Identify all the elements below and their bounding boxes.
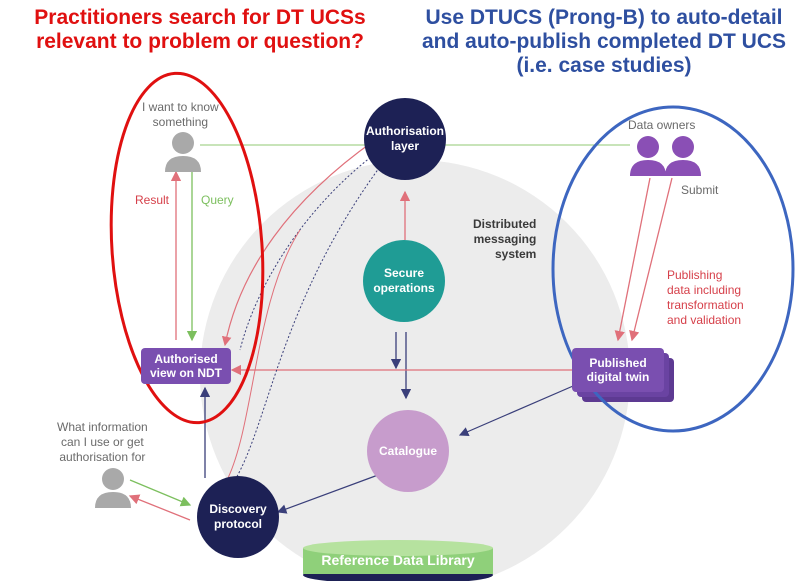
- publishing-label: Publishing data including transformation…: [667, 268, 744, 328]
- data-owners-label: Data owners: [628, 118, 696, 132]
- discovery-dotted-arc: [234, 159, 386, 481]
- want-to-know-line-2: something: [152, 115, 209, 129]
- discovery-line-2: protocol: [214, 517, 262, 531]
- result-label: Result: [135, 193, 170, 207]
- left-heading: Practitioners search for DT UCSs relevan…: [0, 6, 400, 54]
- discovery-line-1: Discovery: [209, 502, 267, 516]
- authorisation-dotted-line: [239, 149, 381, 351]
- what-info-line-2: can I use or get: [60, 435, 144, 449]
- published-digital-twin-node[interactable]: Published digital twin: [572, 348, 664, 392]
- what-info-line-3: authorisation for: [59, 450, 146, 464]
- submit-arrow-2: [629, 177, 673, 342]
- secure-line-1: Secure: [383, 266, 425, 280]
- right-heading-line-2: and auto-publish completed DT UCS: [421, 30, 786, 53]
- publishing-line-2: data including: [667, 283, 742, 297]
- right-heading-line-1: Use DTUCS (Prong-B) to auto-detail: [425, 6, 783, 29]
- publishing-line-1: Publishing: [667, 268, 723, 282]
- catalogue-node[interactable]: Catalogue: [367, 410, 449, 492]
- reference-data-library[interactable]: Reference Data Library: [321, 552, 475, 568]
- person-icon-data-owner-1: [630, 136, 666, 176]
- left-heading-line-1: Practitioners search for DT UCSs: [34, 6, 366, 29]
- secure-line-2: operations: [373, 281, 435, 295]
- discovery-protocol-node[interactable]: Discovery protocol: [197, 476, 279, 558]
- submit-arrow-1: [614, 177, 651, 342]
- want-to-know-line-1: I want to know: [142, 100, 219, 114]
- what-info-line-1: What information: [57, 420, 148, 434]
- submit-label: Submit: [681, 183, 719, 197]
- distributed-line-2: messaging: [473, 232, 537, 246]
- published-line-1: Published: [589, 356, 647, 370]
- authorisation-to-view-arrow: [221, 139, 376, 347]
- query-label: Query: [201, 193, 234, 207]
- right-heading-line-3: (i.e. case studies): [516, 54, 692, 77]
- authorisation-layer-node[interactable]: Authorisation layer: [364, 98, 446, 180]
- authorisation-line-2: layer: [390, 139, 420, 153]
- left-heading-line-2: relevant to problem or question?: [36, 30, 364, 53]
- user-to-discovery-arrow: [129, 479, 192, 507]
- publishing-line-3: transformation: [667, 298, 744, 312]
- distributed-messaging-label: Distributed messaging system: [473, 217, 536, 262]
- authorised-line-2: view on NDT: [149, 366, 222, 380]
- publishing-line-4: and validation: [667, 313, 742, 327]
- authorised-line-1: Authorised: [154, 352, 218, 366]
- right-heading: Use DTUCS (Prong-B) to auto-detail and a…: [400, 6, 808, 78]
- want-to-know-label: I want to know something: [142, 100, 219, 130]
- discovery-to-user-arrow: [128, 494, 191, 521]
- right-highlight-ellipse: [551, 105, 795, 433]
- authorisation-line-1: Authorisation: [366, 124, 444, 138]
- person-icon-data-owner-2: [665, 136, 701, 176]
- published-to-catalogue-arrow: [458, 382, 581, 437]
- catalogue-label: Catalogue: [378, 443, 437, 458]
- what-information-label: What information can I use or get author…: [57, 420, 148, 465]
- catalogue-to-discovery-arrow: [276, 474, 379, 514]
- authorised-view-node[interactable]: Authorised view on NDT: [141, 348, 231, 384]
- distributed-line-3: system: [494, 247, 537, 261]
- person-icon-top-left: [165, 132, 201, 172]
- person-icon-bottom-left: [95, 468, 131, 508]
- distributed-line-1: Distributed: [473, 217, 537, 231]
- library-top: [303, 540, 493, 556]
- discovery-red-arc: [227, 229, 301, 479]
- left-highlight-ellipse: [109, 71, 265, 425]
- published-line-2: digital twin: [586, 370, 650, 384]
- secure-operations-node[interactable]: Secure operations: [363, 240, 445, 322]
